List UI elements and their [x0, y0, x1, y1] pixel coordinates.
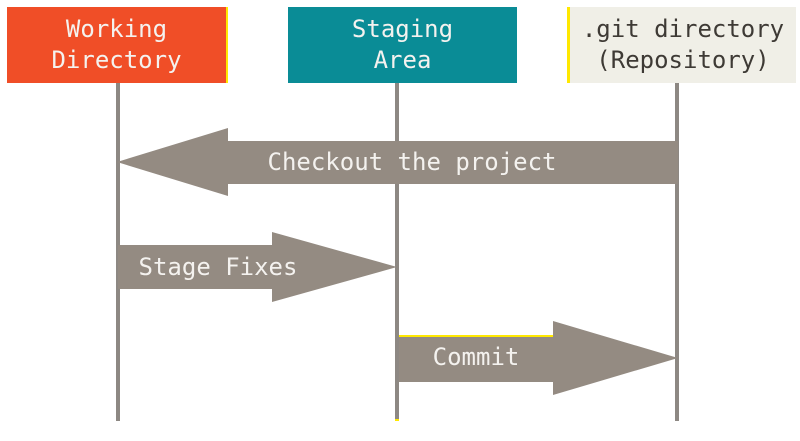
git-directory-label-line1: .git directory [581, 15, 785, 43]
staging-area-label-line1: Staging [351, 15, 454, 43]
working-directory-label-line1: Working [65, 15, 168, 43]
git-directory-lifeline [675, 83, 679, 421]
staging-area-label-line2: Area [373, 46, 432, 74]
stage-fixes-arrow-label: Stage Fixes [138, 253, 298, 281]
staging-area-box: Staging Area [288, 7, 517, 83]
git-directory-box: .git directory (Repository) [567, 7, 796, 83]
git-directory-label-line2: (Repository) [596, 46, 770, 74]
staging-area-lifeline [395, 83, 399, 421]
checkout-arrow-body [228, 141, 678, 184]
checkout-arrow-head-icon [117, 128, 228, 196]
working-directory-label-line2: Directory [51, 46, 182, 74]
commit-arrow-label: Commit [432, 343, 520, 371]
commit-arrow-body [399, 335, 553, 382]
working-directory-box: Working Directory [7, 7, 228, 83]
stage-fixes-arrow-head-icon [272, 232, 397, 302]
commit-arrow-head-icon [553, 321, 678, 395]
stage-fixes-arrow-body [118, 245, 272, 289]
checkout-arrow-label: Checkout the project [267, 148, 557, 176]
